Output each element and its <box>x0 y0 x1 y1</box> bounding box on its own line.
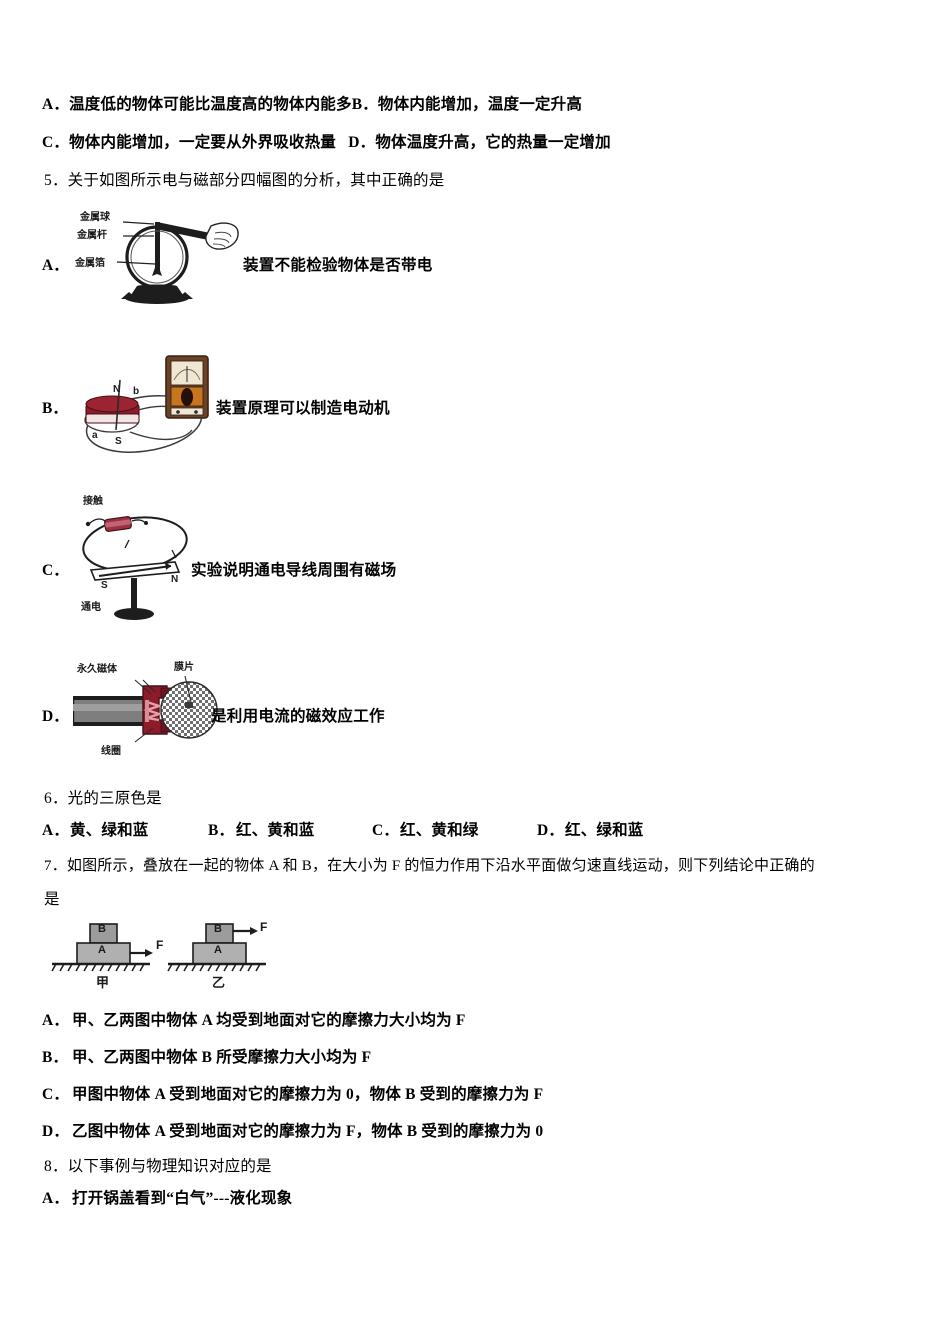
panel-yi-block-a-label: A <box>214 944 222 956</box>
q5-option-d-letter: D． <box>42 708 69 725</box>
q6-option-b-letter: B． <box>208 822 235 839</box>
induction-label-point-a: a <box>92 430 98 441</box>
q7-option-c-letter: C． <box>42 1086 70 1103</box>
electroscope-label-metal-foil: 金属箔 <box>75 258 105 269</box>
q6-option-d-letter: D． <box>537 822 565 839</box>
q7-option-b-letter: B． <box>42 1049 69 1066</box>
q4-options-line-2: C．物体内能增加，一定要从外界吸收热量 D．物体温度升高，它的热量一定增加 <box>42 134 611 151</box>
oersted-label-s-pole: S <box>101 580 108 591</box>
oersted-label-contact: 接触 <box>83 496 103 507</box>
electroscope-figure: 金属球 金属杆 金属箔 <box>75 200 241 306</box>
induction-label-point-b: b <box>133 386 140 397</box>
q5-option-d-description: 是利用电流的磁效应工作 <box>211 708 385 725</box>
q6-option-b-text: 红、黄和蓝 <box>236 822 315 839</box>
q7-stem-line-1: 7．如图所示，叠放在一起的物体 A 和 B，在大小为 F 的恒力作用下沿水平面做… <box>44 858 815 874</box>
q6-option-c-letter: C． <box>372 822 400 839</box>
q7-option-a-text: 甲、乙两图中物体 A 均受到地面对它的摩擦力大小均为 F <box>72 1012 466 1029</box>
q5-option-b-letter: B． <box>42 400 68 417</box>
panel-jia-block-a-label: A <box>98 944 106 956</box>
q7-option-d-text: 乙图中物体 A 受到地面对它的摩擦力为 F，物体 B 受到的摩擦力为 0 <box>72 1123 544 1140</box>
q6-option-c-text: 红、黄和绿 <box>400 822 479 839</box>
induction-label-s-pole: S <box>115 436 122 447</box>
q6-option-a-letter: A． <box>42 822 70 839</box>
microphone-label-permanent-magnet: 永久磁体 <box>77 664 117 675</box>
panel-yi-force-label: F <box>260 920 268 934</box>
microphone-label-diaphragm: 膜片 <box>174 662 194 673</box>
q6-option-d-text: 红、绿和蓝 <box>565 822 644 839</box>
panel-yi-caption: 乙 <box>212 975 226 990</box>
panel-jia-caption: 甲 <box>96 975 110 990</box>
q7-option-d-letter: D． <box>42 1123 70 1140</box>
oersted-experiment-figure: 接触 S N 通电 <box>75 492 193 628</box>
panel-jia-force-label: F <box>156 938 164 952</box>
q5-option-a-letter: A． <box>42 257 69 274</box>
q4-options-line-1: A．温度低的物体可能比温度高的物体内能多B．物体内能增加，温度一定升高 <box>42 96 583 113</box>
q7-option-b-text: 甲、乙两图中物体 B 所受摩擦力大小均为 F <box>72 1049 372 1066</box>
stacked-blocks-friction-figure: B A F 甲 B A F 乙 <box>46 918 281 990</box>
electroscope-label-metal-ball: 金属球 <box>80 212 110 223</box>
oersted-label-energized: 通电 <box>81 602 101 613</box>
oersted-label-n-pole: N <box>171 574 179 585</box>
q6-option-a-text: 黄、绿和蓝 <box>70 822 149 839</box>
q8-option-a-letter: A． <box>42 1190 70 1207</box>
q5-option-c-description: 实验说明通电导线周围有磁场 <box>191 562 397 579</box>
induction-label-n-pole: N <box>113 384 121 395</box>
microphone-label-coil: 线圈 <box>101 746 121 757</box>
q7-option-a-letter: A． <box>42 1012 70 1029</box>
microphone-cross-section-figure: 永久磁体 膜片 线圈 <box>73 658 218 762</box>
q5-option-b-description: 装置原理可以制造电动机 <box>216 400 390 417</box>
electromagnetic-induction-figure: N b a S <box>72 352 216 469</box>
q5-option-c-letter: C． <box>42 562 69 579</box>
panel-yi-block-b-label: B <box>214 923 222 935</box>
q8-stem: 8．以下事例与物理知识对应的是 <box>44 1158 272 1175</box>
electroscope-label-metal-rod: 金属杆 <box>77 230 107 241</box>
q7-stem-line-2: 是 <box>44 891 60 908</box>
panel-jia-block-b-label: B <box>98 923 106 935</box>
q5-option-a-description: 装置不能检验物体是否带电 <box>243 257 433 274</box>
q6-stem: 6．光的三原色是 <box>44 790 162 807</box>
q5-stem: 5．关于如图所示电与磁部分四幅图的分析，其中正确的是 <box>44 172 445 189</box>
q8-option-a-text: 打开锅盖看到“白气”---液化现象 <box>72 1190 293 1207</box>
q7-option-c-text: 甲图中物体 A 受到地面对它的摩擦力为 0，物体 B 受到的摩擦力为 F <box>72 1086 544 1103</box>
